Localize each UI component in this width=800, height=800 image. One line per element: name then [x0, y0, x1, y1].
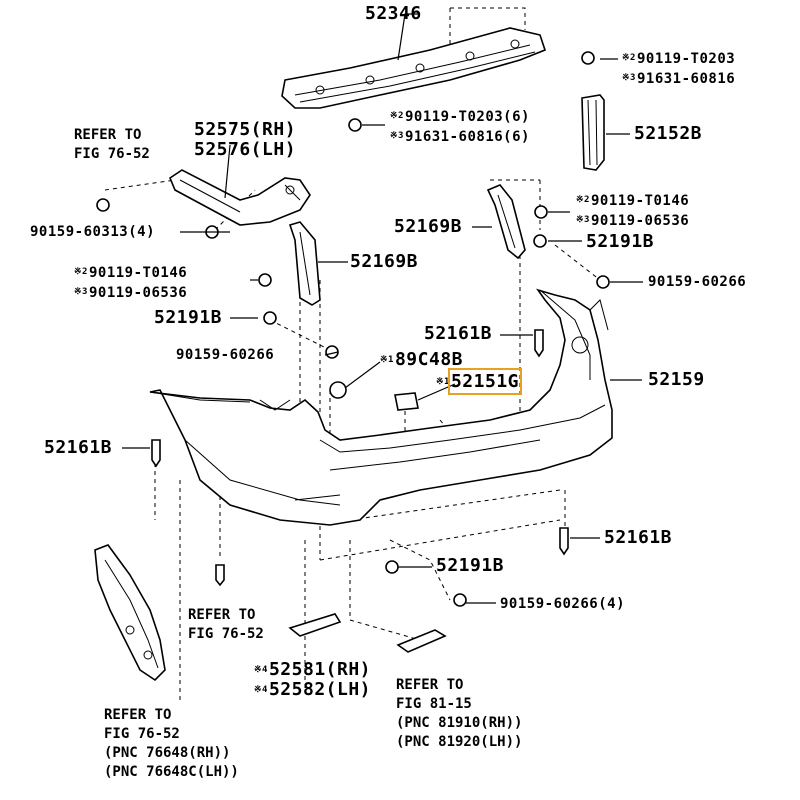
label-90159-60266-right: 90159-60266 — [648, 274, 747, 290]
label-90119-T0203-6: ※290119-T0203(6) — [390, 109, 530, 125]
label-89C48B: ※189C48B — [380, 349, 463, 370]
label-52191B-right: 52191B — [586, 231, 655, 252]
highlighted-part-52151G: 52151G — [447, 368, 523, 395]
label-52159: 52159 — [648, 369, 705, 390]
label-90119-T0146-left: ※290119-T0146 — [74, 265, 188, 281]
label-90159-60266-4: 90159-60266(4) — [500, 596, 626, 612]
label-52169B-left: 52169B — [350, 251, 419, 272]
label-52581: ※452581(RH) — [254, 659, 372, 680]
label-52191B-left: 52191B — [154, 307, 223, 328]
fastener-icons — [96, 51, 610, 607]
label-52169B-right: 52169B — [394, 216, 463, 237]
label-52161B-center: 52161B — [424, 323, 493, 344]
part-52159-bumper-cover — [149, 288, 613, 526]
part-81910-lamp — [396, 629, 447, 653]
label-52161B-bottom: 52161B — [604, 527, 673, 548]
mark-3: ※3 — [622, 73, 636, 83]
refer-fig-76-52-mid: REFER TO FIG 76-52 — [188, 607, 264, 642]
refer-fig-81-15: REFER TO FIG 81-15 (PNC 81910(RH)) (PNC … — [396, 677, 523, 750]
label-91631-60816-6: ※391631-60816(6) — [390, 129, 530, 145]
label-52582: ※452582(LH) — [254, 679, 372, 700]
leader-lines — [122, 13, 643, 604]
refer-fig-76-52-bottom: REFER TO FIG 76-52 (PNC 76648(RH)) (PNC … — [104, 707, 239, 780]
label-52576: 52576(LH) — [194, 139, 297, 160]
part-52152B-bracket — [581, 94, 605, 171]
mark-2: ※2 — [622, 53, 636, 63]
part-52169B-stay-right — [486, 184, 526, 260]
label-52161B-left: 52161B — [44, 437, 113, 458]
part-76648-mudguard — [94, 544, 166, 682]
label-90119-T0146-right: ※290119-T0146 — [576, 193, 690, 209]
part-52581-reflector — [288, 613, 342, 637]
part-52575-bracket — [169, 169, 311, 226]
label-90119-06536-left: ※390119-06536 — [74, 285, 188, 301]
label-52151G: ※152151G — [436, 368, 523, 395]
label-52575: 52575(RH) — [194, 119, 297, 140]
label-52346: 52346 — [365, 3, 422, 24]
label-91631-60816-top-right: ※391631-60816 — [622, 71, 736, 87]
refer-fig-76-52-top: REFER TO FIG 76-52 — [74, 127, 150, 162]
label-90119-06536-right: ※390119-06536 — [576, 213, 690, 229]
part-52169B-stay-left — [288, 221, 321, 306]
label-90159-60313: 90159-60313(4) — [30, 224, 156, 240]
label-52152B: 52152B — [634, 123, 703, 144]
label-52191B-bottom: 52191B — [436, 555, 505, 576]
mark-1: ※1 — [380, 355, 394, 365]
label-90159-60266-left: 90159-60266 — [176, 347, 275, 363]
part-52346-reinforcement — [281, 27, 546, 109]
label-90119-T0203-top-right: ※290119-T0203 — [622, 51, 736, 67]
mark-4: ※4 — [254, 665, 268, 675]
